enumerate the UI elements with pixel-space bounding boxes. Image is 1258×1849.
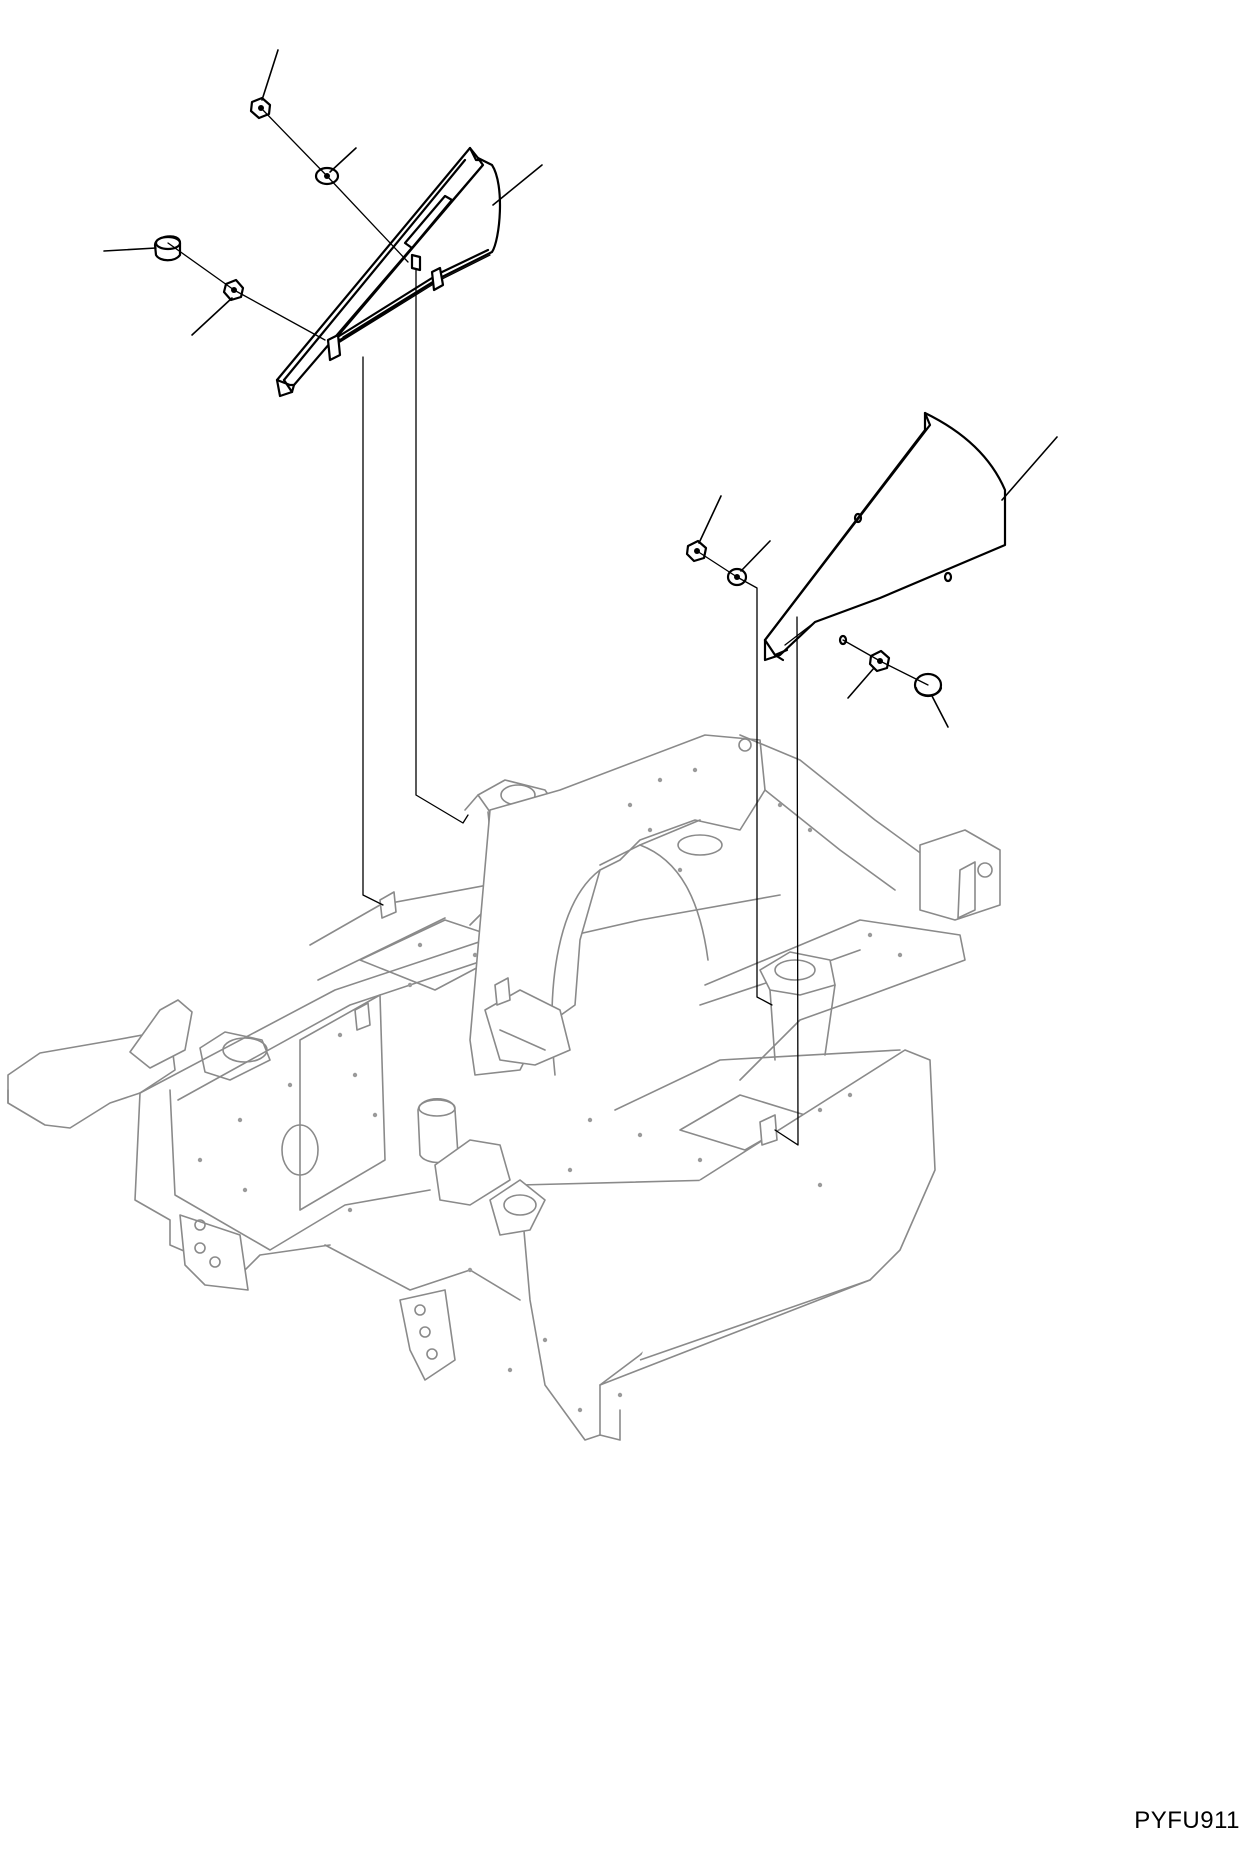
figure-id-label: PYFU911 — [1134, 1807, 1240, 1834]
assembly-lines — [167, 107, 929, 1146]
leader-lines — [103, 49, 1058, 728]
cover-upper-left — [275, 146, 502, 398]
machine-frame — [7, 734, 1001, 1441]
cover-right — [763, 411, 1007, 662]
